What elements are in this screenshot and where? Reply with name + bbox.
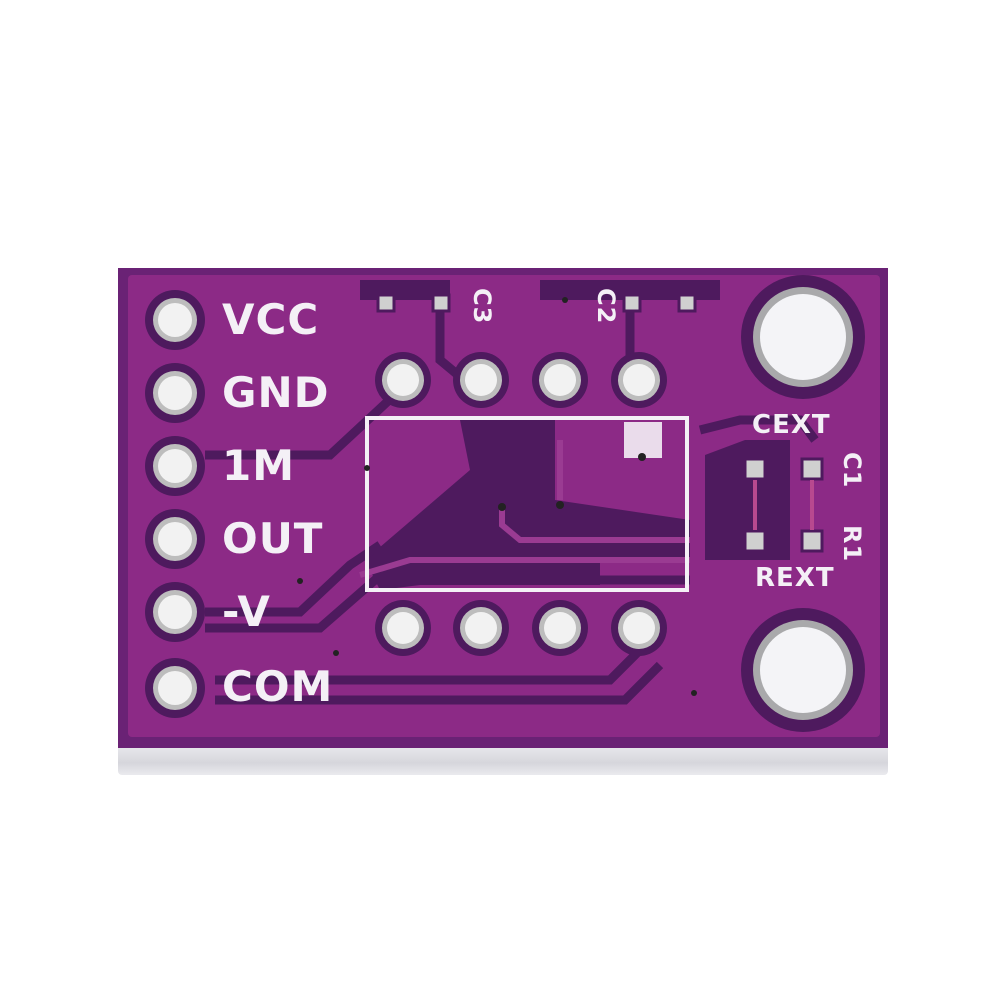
label-r1: R1 xyxy=(838,525,866,563)
c1-r1-links xyxy=(753,480,814,530)
mounting-holes xyxy=(741,275,865,732)
label-rext: REXT xyxy=(755,563,835,593)
traces xyxy=(205,305,819,705)
label-minus-v: -V xyxy=(222,587,271,636)
light-traces xyxy=(359,440,690,578)
vias xyxy=(297,297,697,696)
ic-pin1-marker xyxy=(624,422,662,458)
ic-bottom-pads xyxy=(375,600,667,656)
header-pads xyxy=(145,290,205,718)
smd-pads xyxy=(376,293,824,553)
label-c2: C2 xyxy=(592,288,620,325)
label-vcc: VCC xyxy=(222,295,320,344)
label-cext: CEXT xyxy=(752,410,831,440)
label-gnd: GND xyxy=(222,368,330,417)
label-1m: 1M xyxy=(222,441,296,490)
label-c1: C1 xyxy=(838,452,866,489)
copper-pour xyxy=(360,280,790,590)
board-edge xyxy=(118,745,888,775)
label-c3: C3 xyxy=(468,288,496,325)
label-out: OUT xyxy=(222,514,324,563)
ic-top-pads xyxy=(375,352,667,408)
ic-outline xyxy=(365,416,689,592)
label-com: COM xyxy=(222,662,334,711)
